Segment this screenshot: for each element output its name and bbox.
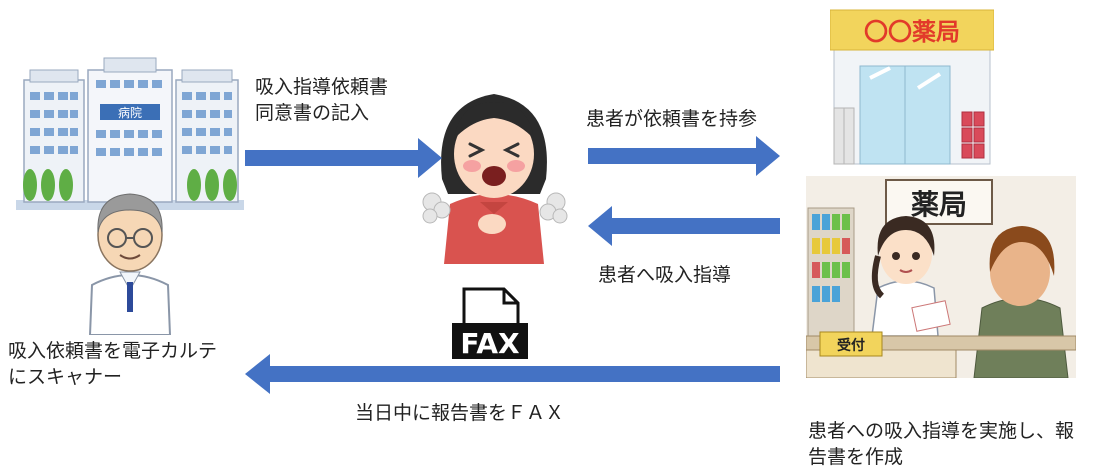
hospital-sign: 病院 — [118, 105, 142, 120]
reception-tag: 受付 — [837, 337, 865, 354]
pharmacy-store-illustration: 〇〇薬局 — [830, 9, 994, 165]
pharmacist-icon — [871, 216, 939, 337]
arrow-patient-to-pharmacy — [588, 136, 780, 176]
pharmacy-counter-illustration: 薬局 受付 — [806, 176, 1076, 378]
pharmacy-counter-sign: 薬局 — [911, 188, 967, 221]
arrow-pharmacy-to-patient — [588, 206, 780, 246]
coughing-patient-illustration — [422, 94, 568, 264]
label-hospital-to-patient: 吸入指導依頼書 同意書の記入 — [255, 76, 389, 124]
arrow-hospital-to-patient — [245, 138, 442, 178]
pharmacy-store-sign: 〇〇薬局 — [864, 18, 960, 46]
label-pharmacy-to-patient: 患者へ吸入指導 — [598, 264, 732, 286]
label-pharmacy-action: 患者への吸入指導を実施し、報 告書を作成 — [808, 420, 1075, 468]
label-fax-return: 当日中に報告書をＦＡＸ — [355, 402, 565, 424]
hospital-doctor-illustration: 病院 — [16, 57, 244, 335]
label-patient-to-pharmacy: 患者が依頼書を持参 — [586, 108, 758, 130]
patient-icon — [422, 94, 568, 264]
doctor-icon — [88, 193, 172, 335]
label-hospital-action: 吸入依頼書を電子カルテ にスキャナー — [8, 340, 218, 388]
fax-icon: FAX — [452, 287, 528, 360]
fax-icon-text: FAX — [460, 327, 520, 360]
arrow-fax-to-hospital — [245, 354, 780, 394]
tree-icons — [23, 169, 237, 201]
